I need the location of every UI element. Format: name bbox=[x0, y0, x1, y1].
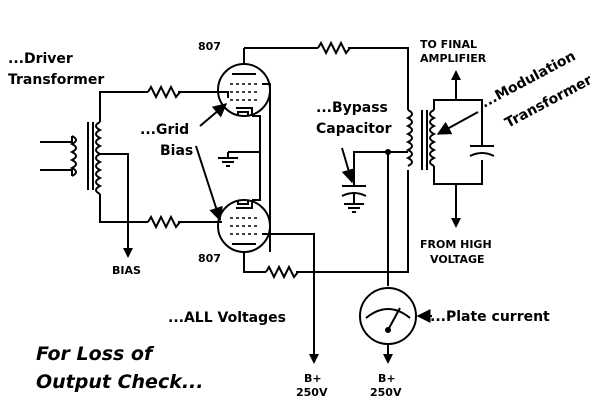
modulation-transformer bbox=[405, 109, 437, 170]
label-grid-l2: Bias bbox=[160, 143, 193, 159]
label-plate-current: ...Plate current bbox=[430, 309, 550, 325]
wire-driver-bottom bbox=[99, 194, 148, 223]
label-bypass-l2: Capacitor bbox=[316, 121, 392, 137]
wire-mod-secondary-top bbox=[433, 99, 483, 146]
bplus-left-arrow bbox=[309, 354, 319, 364]
arrow-modulation bbox=[436, 111, 479, 135]
label-tube-bottom: 807 bbox=[198, 252, 221, 265]
title-line-1: For Loss of bbox=[36, 343, 155, 365]
label-bplus1-l1: B+ bbox=[304, 372, 322, 385]
plate-current-meter bbox=[359, 287, 417, 345]
wire-plate-top-right bbox=[348, 47, 409, 110]
wire-center-tap bbox=[387, 151, 408, 286]
from-high-arrow bbox=[451, 218, 461, 228]
to-final-arrow bbox=[451, 70, 461, 80]
wire-cathodes bbox=[252, 115, 261, 201]
wire-plate-bottom bbox=[243, 262, 266, 273]
wire-plate-bottom-right bbox=[296, 170, 409, 273]
bias-arrow bbox=[123, 248, 133, 258]
title-line-2: Output Check... bbox=[36, 371, 204, 393]
label-high-l2: VOLTAGE bbox=[430, 253, 485, 266]
grid-resistor-top bbox=[147, 84, 181, 100]
wire-driver-top bbox=[99, 91, 148, 122]
label-tube-top: 807 bbox=[198, 40, 221, 53]
wire-bplus-left bbox=[262, 233, 315, 358]
mod-capacitor bbox=[469, 145, 495, 157]
grid-resistor-bottom bbox=[147, 214, 181, 230]
label-bplus1-l2: 250V bbox=[296, 386, 328, 399]
wire-bypass bbox=[353, 151, 408, 186]
ground-symbol-grid bbox=[218, 152, 238, 167]
bypass-capacitor bbox=[341, 185, 367, 213]
label-high-l1: FROM HIGH bbox=[420, 238, 492, 251]
arrow-grid-bottom bbox=[195, 145, 223, 222]
resistor-plate-bottom bbox=[265, 264, 299, 280]
arrow-grid-top bbox=[199, 103, 228, 127]
label-bplus2-l2: 250V bbox=[370, 386, 402, 399]
wire-grid-top bbox=[178, 91, 229, 98]
tube-807-bottom bbox=[217, 199, 271, 262]
label-voltages: ...ALL Voltages bbox=[168, 310, 286, 326]
tube-807-top bbox=[217, 48, 271, 117]
wire-screen-top bbox=[262, 83, 271, 252]
wire-mod-secondary-bottom bbox=[433, 160, 483, 185]
arrow-bypass bbox=[341, 147, 356, 184]
label-final-l2: AMPLIFIER bbox=[420, 52, 487, 65]
label-bias: BIAS bbox=[112, 264, 141, 277]
label-bplus2-l1: B+ bbox=[378, 372, 396, 385]
label-grid-l1: ...Grid bbox=[140, 122, 189, 138]
bplus-right-arrow bbox=[383, 354, 393, 364]
driver-transformer bbox=[40, 121, 133, 258]
label-bypass-l1: ...Bypass bbox=[316, 100, 388, 116]
resistor-plate-top bbox=[317, 40, 351, 56]
label-driver-l1: ...Driver bbox=[8, 51, 73, 67]
label-driver-l2: Transformer bbox=[8, 72, 104, 88]
label-final-l1: TO FINAL bbox=[420, 38, 477, 51]
